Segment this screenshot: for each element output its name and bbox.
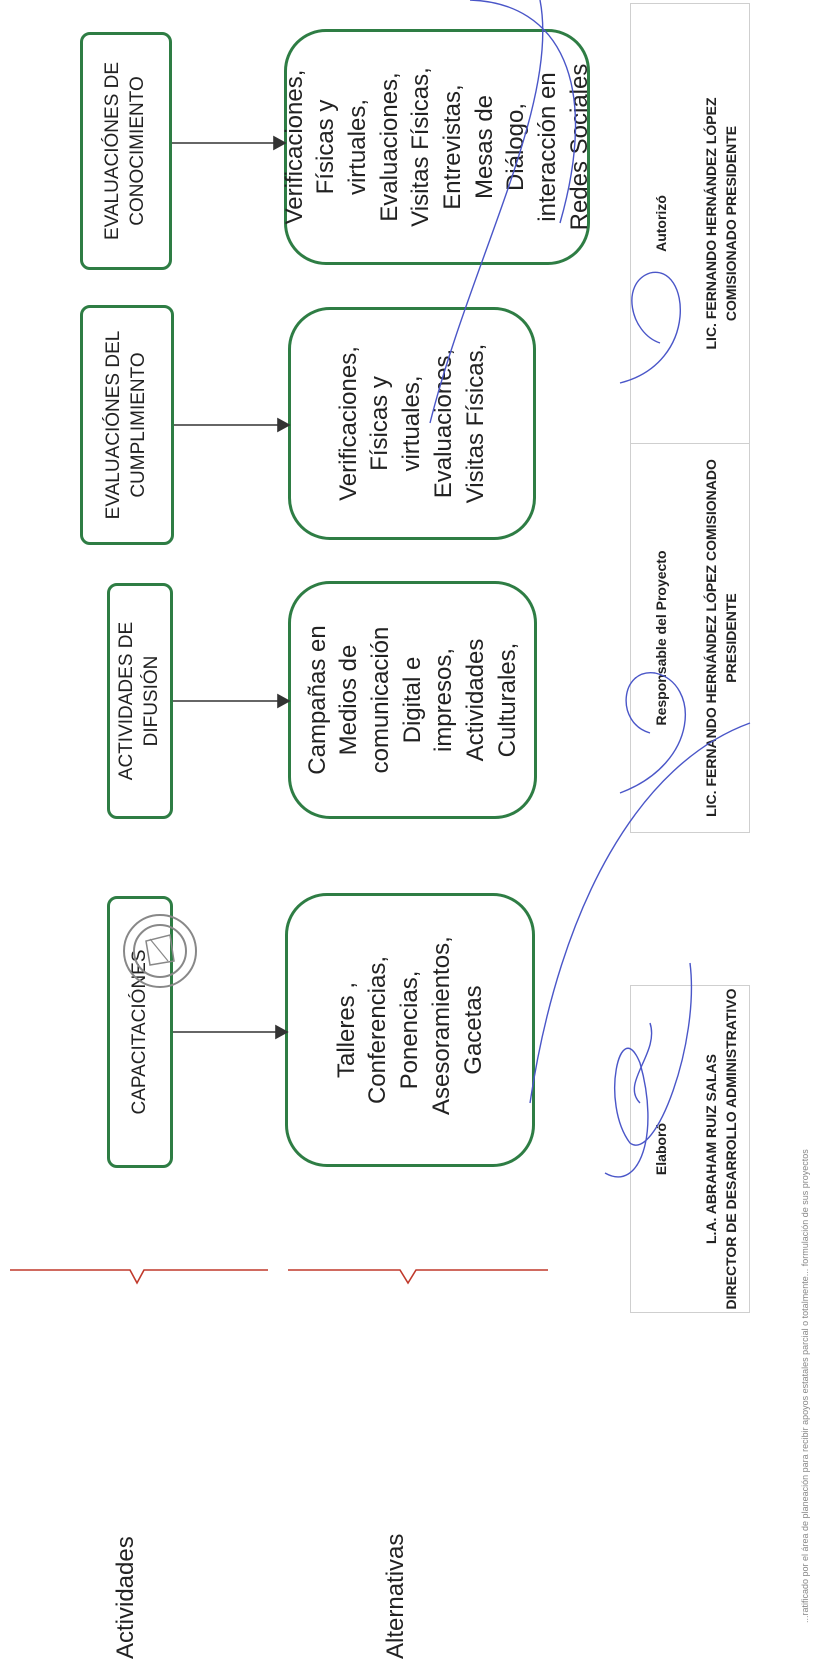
brace-alternatives [288,1269,548,1285]
signature-scrawl-autorizo [619,271,682,384]
arrow-head [275,1024,289,1040]
connector-arrows [172,135,291,1040]
signature-scrawl-elaboro-2 [633,1022,653,1104]
ink-flourish-2 [469,0,577,224]
signature-scrawl-responsable [619,672,686,794]
ink-flourish-1 [529,722,751,1104]
seal-stamp [123,914,197,988]
arrow-head [277,417,291,433]
brace-activities [10,1269,268,1285]
ink-flourish-3 [429,0,544,424]
arrow-head [277,693,291,709]
arrow-head [273,135,287,151]
signature-scrawl-elaboro [604,962,693,1178]
handwritten-signatures [429,0,751,1178]
row-braces [10,1269,548,1285]
